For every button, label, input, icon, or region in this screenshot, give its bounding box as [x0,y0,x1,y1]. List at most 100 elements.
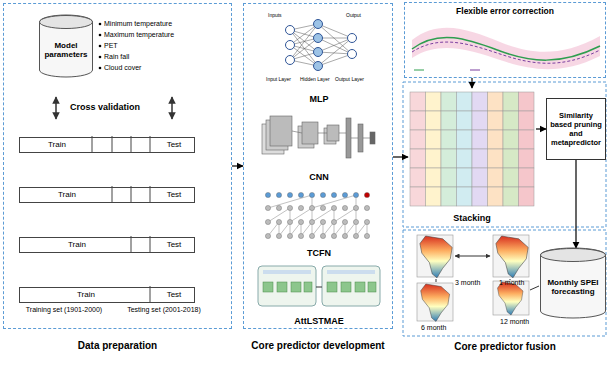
figure-part [286,41,295,50]
figure-part [99,67,102,70]
figure-part [342,233,347,238]
figure-part [292,131,302,133]
figure-part [488,168,504,187]
annotation-label: Training set (1901-2000) [24,306,104,314]
figure-part [309,219,314,224]
figure-part [327,282,337,292]
annotation-label: Minimum temperature [104,20,172,28]
figure-part [488,92,504,111]
figure-part [318,54,352,66]
figure-part [298,219,303,224]
figure-part [265,233,270,238]
figure-part [414,70,424,71]
cnn-layers [262,116,375,158]
figure-part [131,236,132,252]
figure-part [276,219,281,224]
flow-arrow [536,128,546,129]
figure-part [472,130,488,149]
figure-part [353,205,358,210]
node-label: Monthly SPEI forecasting [543,278,603,296]
figure-part [276,233,281,238]
error-band [412,28,600,70]
cylinder-top [541,249,606,262]
figure-part [364,192,369,197]
figure-part [519,187,535,206]
spei-maps [417,235,529,321]
annotation-label: Hidden Layer [300,77,330,83]
figure-part [265,219,270,224]
figure-part [457,111,473,130]
figure-part [417,283,453,321]
figure-part [339,133,346,134]
figure-part [270,116,292,146]
figure-part [412,37,600,60]
figure-part [150,186,151,202]
annotation-label: Testing set (2001-2018) [124,306,204,314]
figure-part [327,125,339,141]
figure-part [331,192,336,197]
node-label: MLP [310,94,329,104]
annotation-label: 12 month [500,318,529,326]
figure-part [472,187,488,206]
figure-part [112,136,113,152]
fold-bar: TrainTest [19,137,195,153]
figure-part [410,149,426,168]
database-cylinder: Model parameters [39,15,93,77]
figure-part [331,233,336,238]
figure-part [410,187,426,206]
figure-part [420,236,452,278]
figure-part [287,205,292,210]
model-figure: MLP [251,9,387,105]
figure-part [441,92,457,111]
figure-part [519,92,535,111]
figure-part [322,266,380,306]
figure-part [503,187,519,206]
figure-part [258,266,316,306]
database-cylinder: Monthly SPEI forecasting [540,248,606,318]
figure-part [318,38,352,39]
node-label: CNN [309,172,329,182]
figure-part [318,38,352,52]
annotation-label: 1 month [499,279,524,287]
figure-part [265,192,270,197]
annotation-label: Cross validation [70,102,140,112]
node-label: Model parameters [42,41,90,59]
figure-part [472,111,488,130]
figure-part [488,130,504,149]
figure-part [410,111,426,130]
annotation-label: 6 month [421,324,446,332]
figure-part [519,111,535,130]
figure-part [150,236,151,252]
cylinder-top [40,16,93,29]
cylinder-body [541,248,606,318]
figure-part [519,168,535,187]
figure-part [364,205,369,210]
stage-heading: Core predictor fusion [402,341,608,352]
map-link [530,286,539,290]
figure-part [353,192,358,197]
figure-part [488,149,504,168]
fold-bar: TrainTest [19,187,195,203]
figure-part [99,34,102,37]
figure-part [488,111,504,130]
figure-part [327,270,375,274]
figure-part [493,281,529,315]
figure-part [457,168,473,187]
model-figure: TCFN [251,187,387,259]
figure-part [410,92,426,111]
lstm-autoencoder [258,266,380,306]
double-arrow [171,97,173,119]
figure-part [368,282,376,292]
figure-part [351,138,358,139]
flow-arrow [232,165,243,166]
figure-part [286,56,295,65]
flow-arrow [393,156,408,157]
figure-part [348,34,357,43]
figure-part [290,38,318,60]
figure-part [353,219,358,224]
annotation-label: Output Layer [335,77,364,83]
figure-part [99,45,102,48]
figure-part [309,233,314,238]
figure-part [348,50,357,59]
